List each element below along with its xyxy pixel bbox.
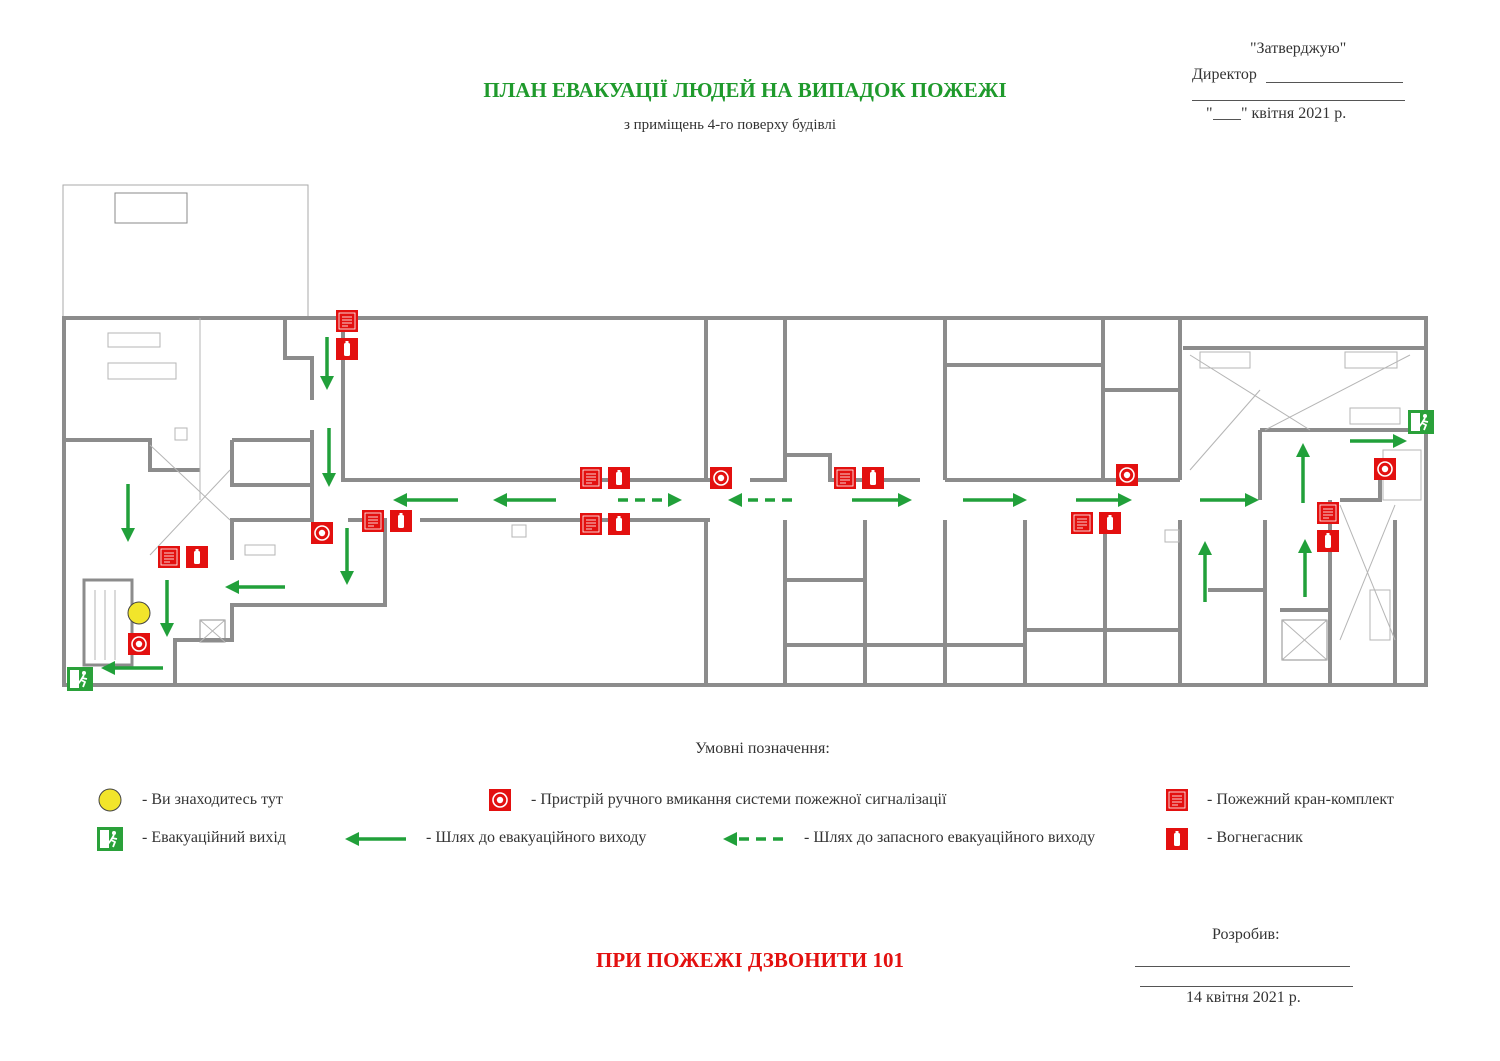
developed-by-label: Розробив: <box>1212 926 1280 943</box>
developed-date: 14 квітня 2021 р. <box>1186 989 1301 1006</box>
you-are-here-icon <box>98 788 122 812</box>
approval-text: "Затверджую" <box>1250 40 1347 57</box>
legend-emergency-exit: - Евакуаційний вихід <box>142 829 286 846</box>
alarm-device-icon <box>1373 457 1397 481</box>
plan-details <box>82 318 1422 667</box>
alarm-device-icon <box>709 466 733 490</box>
legend-heading: Умовні позначення: <box>695 740 830 757</box>
hydrant-icon <box>361 509 385 533</box>
extinguisher-icon <box>1317 530 1339 552</box>
legend-you-are-here: - Ви знаходитесь тут <box>142 791 283 808</box>
hydrant-icon <box>335 309 359 333</box>
emergency-exit-icon <box>66 666 94 692</box>
you-are-here-icon <box>127 601 151 625</box>
extinguisher-icon <box>862 467 884 489</box>
developer-name-line <box>1140 986 1353 987</box>
legend-icons <box>96 788 1189 852</box>
hydrant-icon <box>579 466 603 490</box>
annex-area <box>62 184 309 318</box>
legend-evac-path: - Шлях до евакуаційного виходу <box>426 829 647 846</box>
alarm-device-icon <box>310 521 334 545</box>
extinguisher-icon <box>1166 828 1188 850</box>
legend-extinguisher: - Вогнегасник <box>1207 829 1303 846</box>
extinguisher-icon <box>186 546 208 568</box>
alarm-device-icon <box>1115 463 1139 487</box>
director-label: Директор <box>1192 66 1257 83</box>
extinguisher-icon <box>336 338 358 360</box>
hydrant-icon <box>1165 788 1189 812</box>
legend-hydrant: - Пожежний кран-комплект <box>1207 791 1394 808</box>
plan-fire-equipment <box>66 309 1435 692</box>
emergency-exit-icon <box>1407 409 1435 435</box>
emergency-call-text: ПРИ ПОЖЕЖІ ДЗВОНИТИ 101 <box>595 948 904 972</box>
approval-date: " квітня 2021 р. <box>1241 105 1347 122</box>
page-subtitle: з приміщень 4-го поверху будівлі <box>623 117 837 133</box>
extinguisher-icon <box>390 510 412 532</box>
hydrant-icon <box>1070 511 1094 535</box>
hydrant-icon <box>833 466 857 490</box>
emergency-exit-icon <box>96 826 124 852</box>
extinguisher-icon <box>608 513 630 535</box>
approval-day-line <box>1213 119 1241 120</box>
extinguisher-icon <box>608 467 630 489</box>
hydrant-icon <box>157 545 181 569</box>
extinguisher-icon <box>1099 512 1121 534</box>
director-name-line <box>1192 100 1405 101</box>
alarm-device-icon <box>127 632 151 656</box>
legend-alarm-device: - Пристрій ручного вмикання системи поже… <box>531 791 947 808</box>
evac-arrows <box>101 337 1407 675</box>
page-title: ПЛАН ЕВАКУАЦІЇ ЛЮДЕЙ НА ВИПАДОК ПОЖЕЖІ <box>483 78 1007 102</box>
building-walls <box>62 316 1428 687</box>
hydrant-icon <box>1316 501 1340 525</box>
director-signature-line <box>1266 82 1403 83</box>
hydrant-icon <box>579 512 603 536</box>
developer-signature-line <box>1135 966 1350 967</box>
legend-reserve-path: - Шлях до запасного евакуаційного виходу <box>804 829 1096 846</box>
approval-date-open: " <box>1206 105 1213 122</box>
alarm-device-icon <box>488 788 512 812</box>
